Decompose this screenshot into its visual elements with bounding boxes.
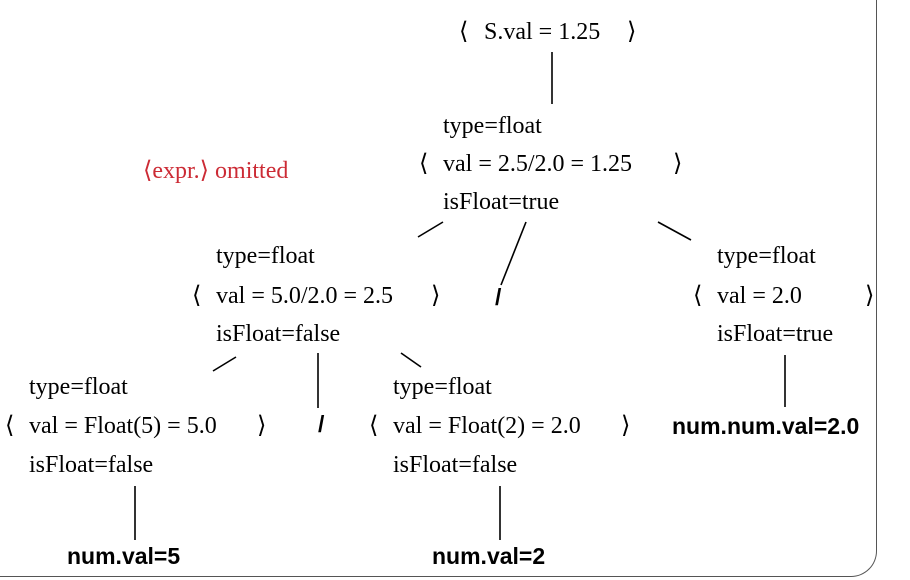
n5-type: type=float (393, 374, 492, 400)
edge-n2-n5 (400, 352, 422, 368)
n3-right-bracket: ⟩ (865, 283, 875, 309)
n3-type: type=float (717, 243, 816, 269)
n1-type: type=float (443, 113, 542, 139)
n2-right-bracket: ⟩ (431, 283, 441, 309)
edge-n1-slash (500, 221, 527, 286)
diagram-frame (0, 0, 877, 577)
root-right-bracket: ⟩ (627, 19, 637, 45)
n1-isfloat: isFloat=true (443, 189, 560, 215)
operator-div-1: / (495, 284, 502, 310)
n4-isfloat: isFloat=false (29, 452, 154, 478)
n2-left-bracket: ⟨ (192, 283, 202, 309)
operator-div-2: / (318, 411, 325, 437)
edge-n2-n4 (212, 356, 237, 372)
leaf-num-val-5: num.val=5 (67, 543, 181, 569)
n1-right-bracket: ⟩ (673, 151, 683, 177)
n2-type: type=float (216, 243, 315, 269)
n5-right-bracket: ⟩ (621, 413, 631, 439)
n5-val: val = Float(2) = 2.0 (393, 413, 581, 439)
omitted-note: ⟨expr.⟩ omitted (143, 158, 289, 184)
root-left-bracket: ⟨ (459, 19, 469, 45)
n4-left-bracket: ⟨ (5, 413, 15, 439)
leaf-num-num-val: num.num.val=2.0 (672, 413, 860, 439)
edge-n1-n2 (417, 221, 444, 238)
n3-val: val = 2.0 (717, 283, 802, 309)
edge-n1-n3 (657, 221, 692, 241)
n4-val: val = Float(5) = 5.0 (29, 413, 217, 439)
n3-left-bracket: ⟨ (693, 283, 703, 309)
root-label: S.val = 1.25 (484, 19, 601, 45)
leaf-num-val-2: num.val=2 (432, 543, 546, 569)
n1-left-bracket: ⟨ (419, 151, 429, 177)
n4-right-bracket: ⟩ (257, 413, 267, 439)
n4-type: type=float (29, 374, 128, 400)
n3-isfloat: isFloat=true (717, 321, 834, 347)
n5-left-bracket: ⟨ (369, 413, 379, 439)
n1-val: val = 2.5/2.0 = 1.25 (443, 151, 633, 177)
n2-isfloat: isFloat=false (216, 321, 341, 347)
n2-val: val = 5.0/2.0 = 2.5 (216, 283, 394, 309)
n5-isfloat: isFloat=false (393, 452, 518, 478)
